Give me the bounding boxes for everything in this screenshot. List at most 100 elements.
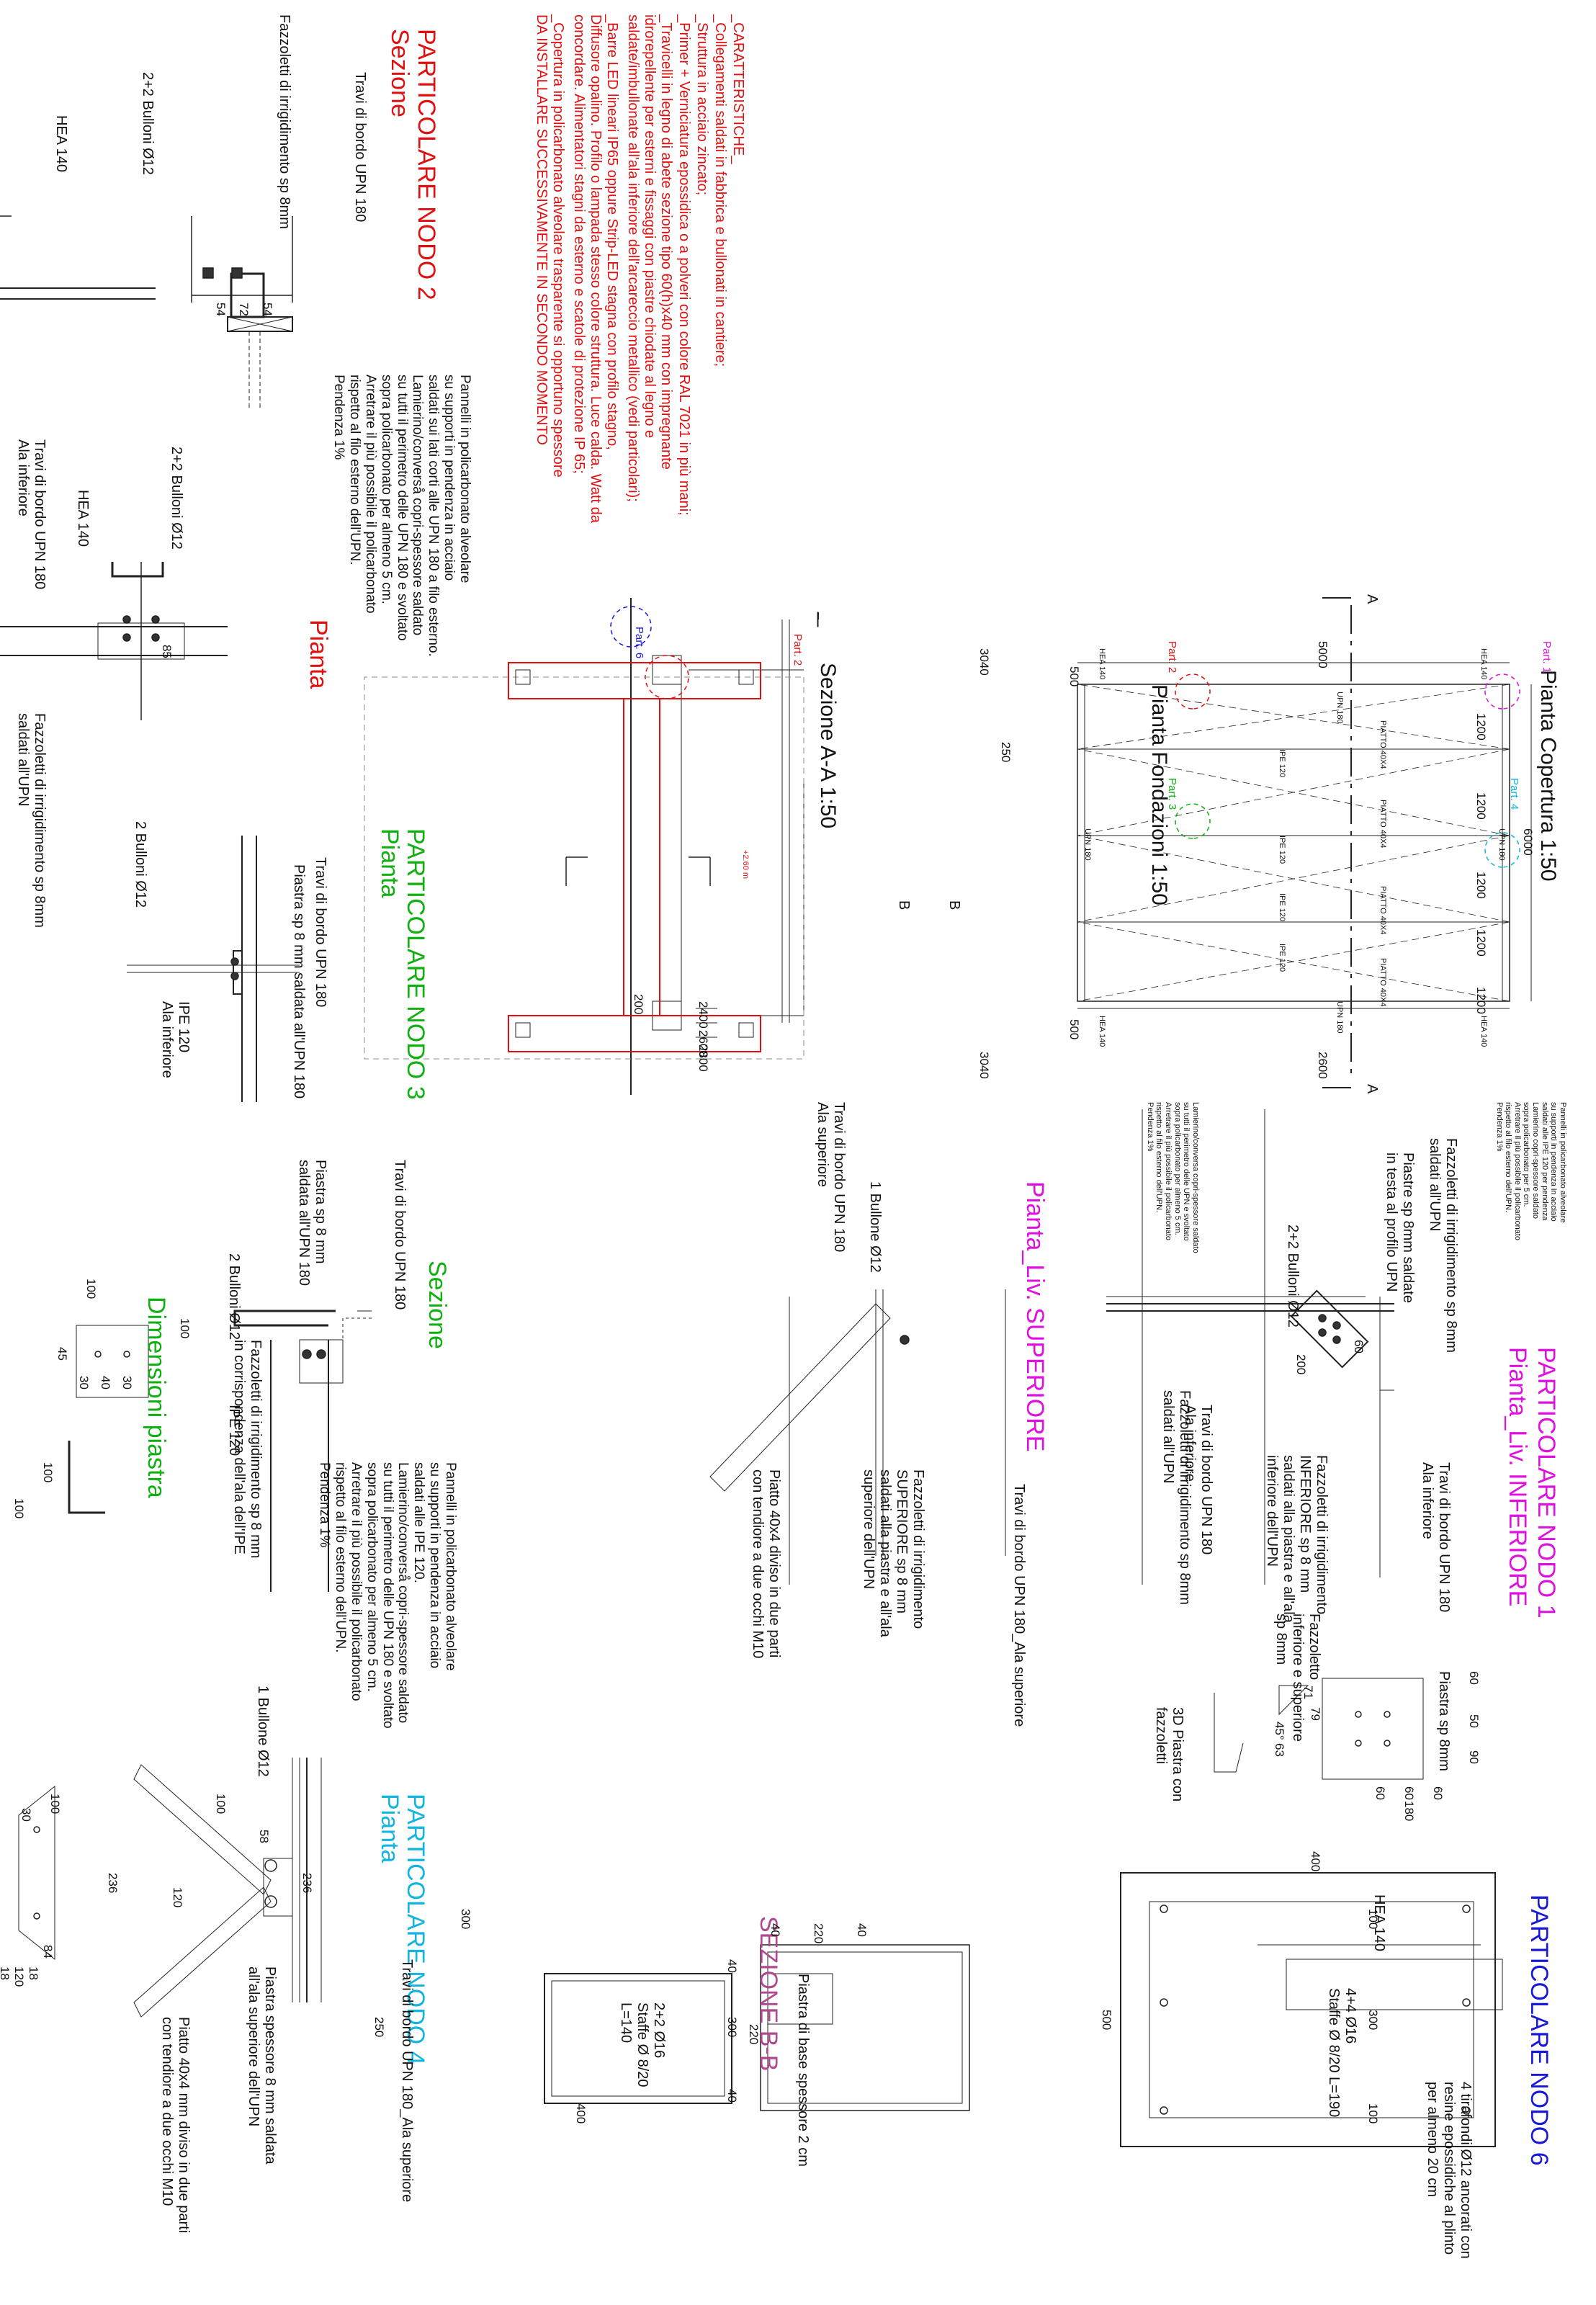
section-bb-dim-6: 300	[725, 2017, 739, 2038]
superiore-bullone-label: 1 Bullone Ø12	[867, 1181, 883, 1273]
nodo2-title: PARTICOLARE NODO 2	[413, 29, 440, 300]
caratteristiche-item-5: _Barre LED lineari IP65 oppure Strip-LED…	[571, 14, 620, 523]
nodo3-section-label: Sezione	[423, 1261, 451, 1349]
nodo4-piastra-label: Piastra spessore 8 mm saldata all'ala su…	[246, 1966, 278, 2165]
nodo3-dim-1: 100	[84, 1279, 98, 1299]
roof-profile-9: PIATTO 40X4	[1378, 720, 1387, 769]
nodo2-hea-plan-label: HEA 140	[75, 490, 91, 547]
section-aa-title: Sezione A-A 1:50	[816, 663, 840, 829]
section-bb-armatura-label: 2+2 Ø16 Staffe Ø 8/20 L=140	[618, 2002, 667, 2087]
nodo1-piastra-sp-label: Piastra sp 8mm	[1436, 1671, 1452, 1771]
caratteristiche-item-1: _Collegamenti saldati in fabbrica e bull…	[712, 14, 728, 367]
nodo1-dim-3: 60	[1467, 1671, 1481, 1685]
nodo4-dim-6: 18	[27, 1966, 40, 1980]
nodo3-s-travi-label: Travi di bordo UPN 180	[392, 1160, 408, 1310]
roof-profile-10: PIATTO 40X4	[1378, 800, 1387, 849]
nodo4-plan-drawing	[19, 1758, 321, 2017]
nodo2-bulloni-plan-label: 2+2 Bulloni Ø12	[169, 447, 184, 550]
nodo3-dim-2: 100	[178, 1318, 192, 1339]
nodo2-dim-4: 85	[160, 645, 174, 658]
section-bb-dim-7: 220	[747, 2024, 761, 2045]
nodo3-dim-5: 40	[99, 1376, 112, 1389]
superiore-travi-label: Travi di bordo UPN 180 Ala superiore	[815, 1102, 847, 1253]
nodo2-fazz-plan-label: Fazzoletti di irrigidimento sp 8mm salda…	[15, 713, 48, 928]
roof-dim-5000: 5000	[1316, 641, 1330, 668]
caratteristiche-item-2: _Struttura in acciaio zincato;	[694, 14, 710, 196]
nodo4-dim-9: 58	[257, 1830, 271, 1843]
nodo1-dim-5: 90	[1467, 1750, 1481, 1764]
nodo3-piastra-label: Piastra sp 8 mm saldata all'UPN 180	[291, 864, 307, 1099]
nodo4-dim-1: 100	[48, 1794, 62, 1814]
nodo2-hea-label: HEA 140	[53, 115, 69, 172]
roof-section-a-top: A	[1364, 594, 1380, 604]
nodo6-armatura-label: 4+4 Ø16 Staffe Ø 8/20 L=190	[1326, 1988, 1358, 2118]
nodo1-dim-8: 60	[1373, 1786, 1387, 1800]
nodo1-piastre-label: Piastre sp 8mm saldate in testa al profi…	[1384, 1152, 1416, 1303]
section-bb-dim-3: 220	[812, 1923, 825, 1944]
nodo3-s-piastra-label: Piastra sp 8 mm saldata all'UPN 180	[296, 1160, 328, 1286]
superiore-travi-ala-label: Travi di bordo UPN 180_Ala superiore	[1011, 1484, 1027, 1727]
roof-part4-label: Part. 4	[1508, 778, 1520, 810]
roof-profile-3: UPN 180	[1083, 828, 1092, 861]
nodo3-plate-sketches	[69, 1325, 148, 1513]
nodo3-s-ipe-label: IPE 120	[226, 1405, 242, 1456]
roof-dim-2600: 2600	[1316, 1052, 1330, 1079]
nodo3-plan-label: Pianta	[376, 828, 403, 898]
nodo3-dim-7: 100	[41, 1462, 55, 1483]
section-bb-drawing	[544, 1945, 969, 2111]
roof-dim-1200-e: 1200	[1474, 987, 1488, 1014]
roof-part3-label: Part. 3	[1166, 778, 1178, 810]
foundation-dim-1: 3040	[977, 648, 991, 676]
roof-dim-1200-b: 1200	[1474, 792, 1488, 820]
roof-part1-label: Part. 1	[1541, 641, 1553, 673]
nodo1-dim-13: 63	[1273, 1743, 1286, 1757]
section-bb-dim-5: 40	[725, 1959, 739, 1973]
nodo3-section-drawing	[235, 1311, 372, 1592]
nodo4-travi-label: Travi di bordo UPN 180_Ala superiore	[399, 1959, 415, 2203]
nodo4-plan-label: Pianta	[376, 1794, 403, 1863]
section-aa-dim-4: 2800	[696, 1044, 710, 1072]
nodo4-dim-4: 18	[0, 1966, 12, 1980]
roof-profile-8: IPE 120	[1278, 944, 1286, 972]
nodo1-piastra3d-label: 3D Piastra con fazzoletti	[1153, 1707, 1185, 1802]
roof-plan-title: Pianta Copertura 1:50	[1536, 670, 1560, 882]
nodo1-dim-2: 200	[1294, 1354, 1308, 1375]
nodo3-dim-6: 30	[120, 1376, 134, 1389]
roof-profile-16: HEA 140	[1098, 1016, 1106, 1047]
section-bb-dim-1: 300	[459, 1909, 472, 1930]
foundation-section-b-bottom: B	[896, 900, 912, 910]
roof-plan-drawing	[1077, 598, 1531, 1088]
nodo3-ipe-label: IPE 120 Ala inferiore	[159, 1001, 192, 1078]
nodo1-dim-11: 79	[1309, 1707, 1322, 1721]
superiore-piatto-label: Piatto 40x4 diviso in due parti con tend…	[750, 1469, 782, 1659]
nodo6-drawing	[1121, 1873, 1502, 2147]
section-aa-drawing	[610, 598, 818, 1095]
nodo1-dim-9: 180	[1402, 1801, 1416, 1822]
nodo6-dim-5: 100	[1366, 2103, 1380, 2124]
roof-part2-label: Part. 2	[1166, 641, 1178, 673]
nodo1-title: PARTICOLARE NODO 1	[1533, 1347, 1560, 1619]
nodo6-dim-2: 500	[1100, 2010, 1113, 2031]
roof-note-1: Pannelli in policarbonato alveolare su s…	[1494, 1102, 1567, 1240]
roof-profile-7: IPE 120	[1278, 893, 1286, 922]
nodo4-piatto-label: Piatto 40x4 mm diviso in due parti con t…	[159, 2017, 192, 2234]
roof-profile-1: UPN 180	[1335, 692, 1344, 724]
section-bb-dim-9: 250	[372, 2017, 386, 2038]
nodo6-tirafondi-label: 4 tirafondi Ø12 ancorati con resine epos…	[1425, 2082, 1474, 2259]
roof-profile-14: HEA 140	[1098, 648, 1106, 680]
roof-dim-6000: 6000	[1521, 828, 1535, 856]
roof-profile-13: HEA 140	[1479, 648, 1488, 680]
roof-dim-1200-d: 1200	[1474, 929, 1488, 957]
section-bb-dim-4: 40	[855, 1923, 869, 1937]
roof-profile-5: IPE 120	[1278, 749, 1286, 778]
nodo2-pannelli-note: Pannelli in policarbonato alveolare su s…	[331, 375, 472, 657]
nodo1-subtitle: Pianta_Liv. INFERIORE	[1504, 1347, 1531, 1607]
foundation-section-b-top: B	[946, 900, 962, 910]
foundation-dim-2: 250	[999, 742, 1013, 763]
roof-dim-1200-a: 1200	[1474, 713, 1488, 740]
caratteristiche-item-3: _Primer + Verniciatura epossidica o a po…	[676, 14, 692, 516]
nodo1-dim-7: 60	[1402, 1786, 1416, 1800]
nodo4-dim-3: 236	[106, 1873, 120, 1894]
nodo3-travi-label: Travi di bordo UPN 180	[313, 857, 328, 1008]
